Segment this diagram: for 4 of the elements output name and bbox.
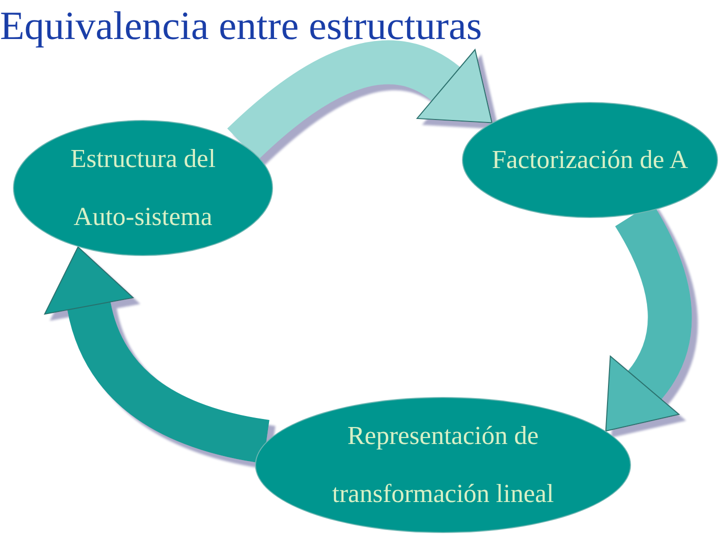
node-label: Representación de transformación lineal <box>331 420 555 510</box>
node-label: Factorización de A <box>490 144 690 176</box>
node-label: Estructura del Auto-sistema <box>69 143 217 233</box>
title: Equivalencia entre estructuras <box>0 2 482 49</box>
